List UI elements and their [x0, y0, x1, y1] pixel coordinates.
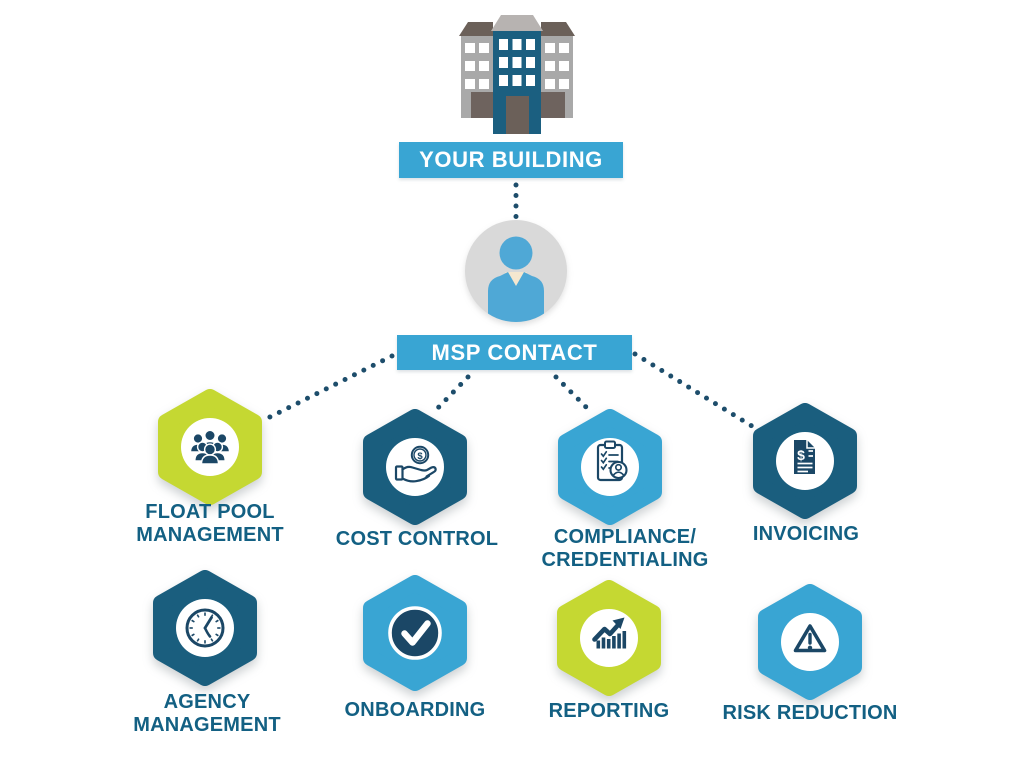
service-hex-cost-control: $ — [363, 409, 467, 525]
service-label-compliance: COMPLIANCE/CREDENTIALING — [541, 526, 709, 571]
service-hex-float-pool — [158, 389, 262, 505]
svg-text:$: $ — [417, 451, 423, 462]
service-hex-compliance — [558, 409, 662, 525]
building-icon — [459, 15, 575, 134]
service-label-onboarding: ONBOARDING — [344, 699, 486, 721]
service-hex-risk — [758, 584, 862, 700]
your-building-banner: YOUR BUILDING — [399, 142, 623, 178]
service-hex-onboarding — [363, 575, 467, 691]
msp-contact-label: MSP CONTACT — [431, 339, 598, 365]
service-label-cost-control: COST CONTROL — [335, 528, 499, 550]
msp-contact-banner: MSP CONTACT — [397, 335, 632, 370]
your-building-label: YOUR BUILDING — [419, 147, 603, 172]
people-group-icon — [189, 429, 231, 465]
service-label-risk: RISK REDUCTION — [722, 702, 898, 724]
service-hex-agency — [153, 570, 257, 686]
warning-triangle-icon — [793, 624, 827, 653]
hand-coin-icon: $ — [394, 445, 437, 483]
clipboard-check-icon — [596, 440, 628, 482]
svg-text:$: $ — [797, 447, 805, 463]
service-label-invoicing: INVOICING — [752, 523, 860, 545]
clock-icon — [185, 608, 225, 648]
check-circle-icon — [388, 606, 442, 660]
service-hex-invoicing: $ — [753, 403, 857, 519]
invoice-document-icon: $ — [794, 440, 815, 474]
msp-avatar-icon — [465, 220, 567, 322]
bar-chart-arrow-icon — [592, 617, 627, 649]
service-label-reporting: REPORTING — [548, 700, 670, 722]
service-hex-reporting — [557, 580, 661, 696]
